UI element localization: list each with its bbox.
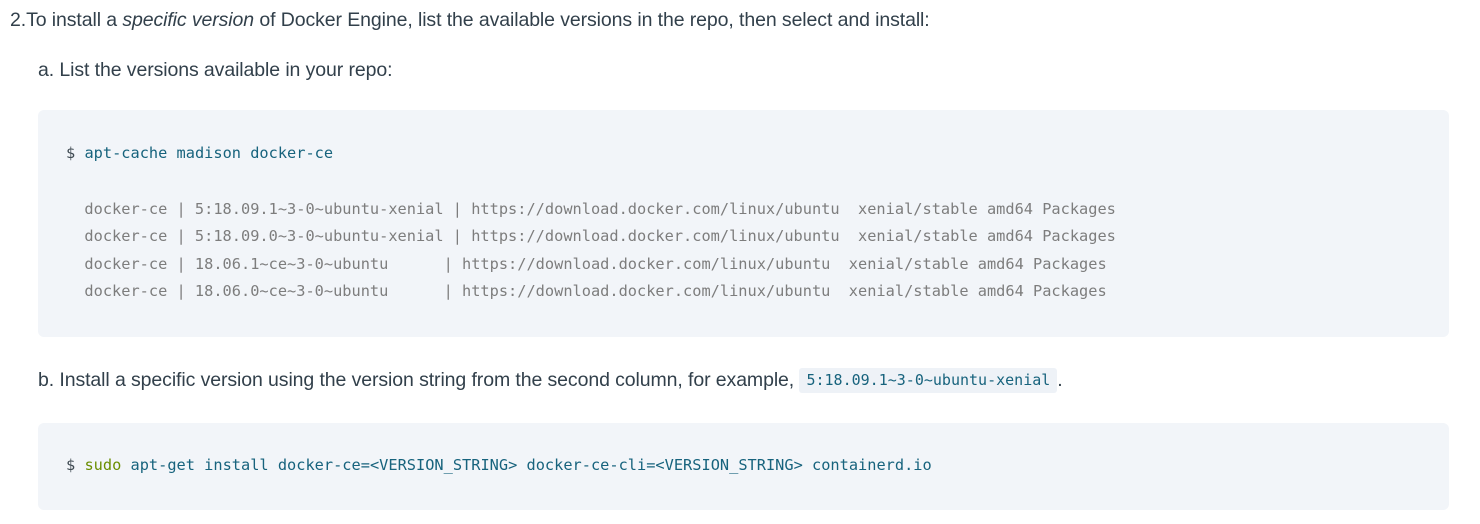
shell-builtin-sudo: sudo	[84, 456, 122, 474]
code-block-1-content: $ apt-cache madison docker-ce docker-ce …	[66, 140, 1449, 306]
substep-a-paragraph: a. List the versions available in your r…	[38, 56, 393, 84]
inline-code-version-string[interactable]: 5:18.09.1~3-0~ubuntu-xenial	[799, 368, 1058, 393]
code-block-list-versions[interactable]: $ apt-cache madison docker-ce docker-ce …	[38, 110, 1449, 337]
substep-b-paragraph: b. Install a specific version using the …	[38, 366, 1063, 394]
code-gap	[66, 168, 1449, 196]
output-row: docker-ce | 18.06.0~ce~3-0~ubuntu | http…	[66, 282, 1107, 301]
step-2-paragraph: 2.To install a specific version of Docke…	[10, 6, 930, 34]
code-block-2-content: $ sudo apt-get install docker-ce=<VERSIO…	[66, 452, 1449, 480]
substep-a-text: List the versions available in your repo…	[59, 59, 393, 81]
substep-b-text: Install a specific version using the ver…	[59, 369, 795, 391]
substep-b-label: b.	[38, 369, 55, 391]
step-text-after: of Docker Engine, list the available ver…	[254, 9, 930, 31]
step-number: 2.	[10, 9, 27, 31]
step-emphasis: specific version	[122, 9, 255, 31]
output-row: docker-ce | 5:18.09.0~3-0~ubuntu-xenial …	[66, 227, 1116, 246]
substep-b-period: .	[1057, 369, 1063, 391]
code-block-install-version[interactable]: $ sudo apt-get install docker-ce=<VERSIO…	[38, 423, 1449, 510]
shell-command: apt-cache madison docker-ce	[84, 144, 334, 162]
step-text-before: To install a	[26, 9, 123, 31]
substep-a-label: a.	[38, 59, 55, 81]
shell-command: apt-get install docker-ce=<VERSION_STRIN…	[121, 456, 932, 474]
shell-prompt: $	[66, 144, 76, 162]
output-row: docker-ce | 5:18.09.1~3-0~ubuntu-xenial …	[66, 199, 1116, 218]
shell-prompt: $	[66, 456, 76, 474]
output-row: docker-ce | 18.06.1~ce~3-0~ubuntu | http…	[66, 254, 1107, 273]
